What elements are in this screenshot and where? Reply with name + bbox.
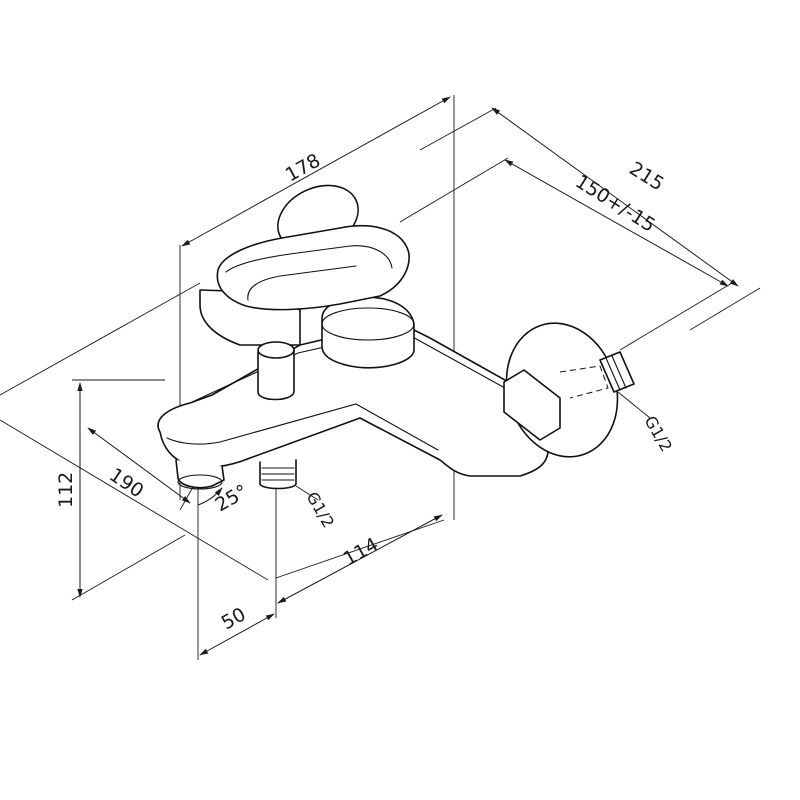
dim-50 (199, 613, 275, 656)
leader-lines (295, 391, 651, 501)
leader-inlet-thread (617, 391, 651, 419)
ext-150-right (619, 282, 733, 351)
dim-190 (87, 427, 191, 504)
ext-112-bottom (71, 534, 186, 601)
dim-text-215: 215 (625, 158, 667, 196)
inlet-thread-ring-2 (611, 355, 627, 389)
diverter-knob (257, 349, 295, 401)
lever-handle-inner (247, 265, 357, 301)
dimension-lines (77, 96, 739, 656)
thread-label-outlet: G1/2 (303, 489, 339, 532)
dim-text-112: 112 (55, 472, 77, 508)
dim-150 (504, 159, 729, 287)
ext-215-right (689, 287, 761, 331)
dim-text-190: 190 (105, 464, 147, 503)
diverter-knob-top (257, 341, 295, 359)
dim-text-114: 114 (340, 534, 382, 571)
dim-178 (181, 96, 451, 247)
ext-215-left (419, 107, 497, 151)
spout-outlet (175, 459, 225, 489)
leader-outlet-thread (295, 485, 319, 501)
inlet-thread-ring-1 (605, 357, 621, 391)
lever-handle (216, 225, 410, 311)
faucet-body (157, 184, 635, 490)
ext-depth-upper (0, 282, 201, 396)
eccentric-connector (559, 365, 609, 399)
lever-handle-top-edge (225, 245, 393, 273)
dim-25-arc (197, 487, 223, 506)
inlet-nut (503, 369, 561, 441)
inlet-thread-stub (599, 351, 635, 393)
cartridge-dome-rim (321, 307, 415, 341)
spout-outlet-rim (177, 474, 223, 490)
dim-text-178: 178 (282, 150, 324, 187)
thread-label-inlet: G1/2 (641, 413, 677, 456)
body-front-edge (166, 403, 439, 451)
dim-114 (277, 514, 443, 604)
